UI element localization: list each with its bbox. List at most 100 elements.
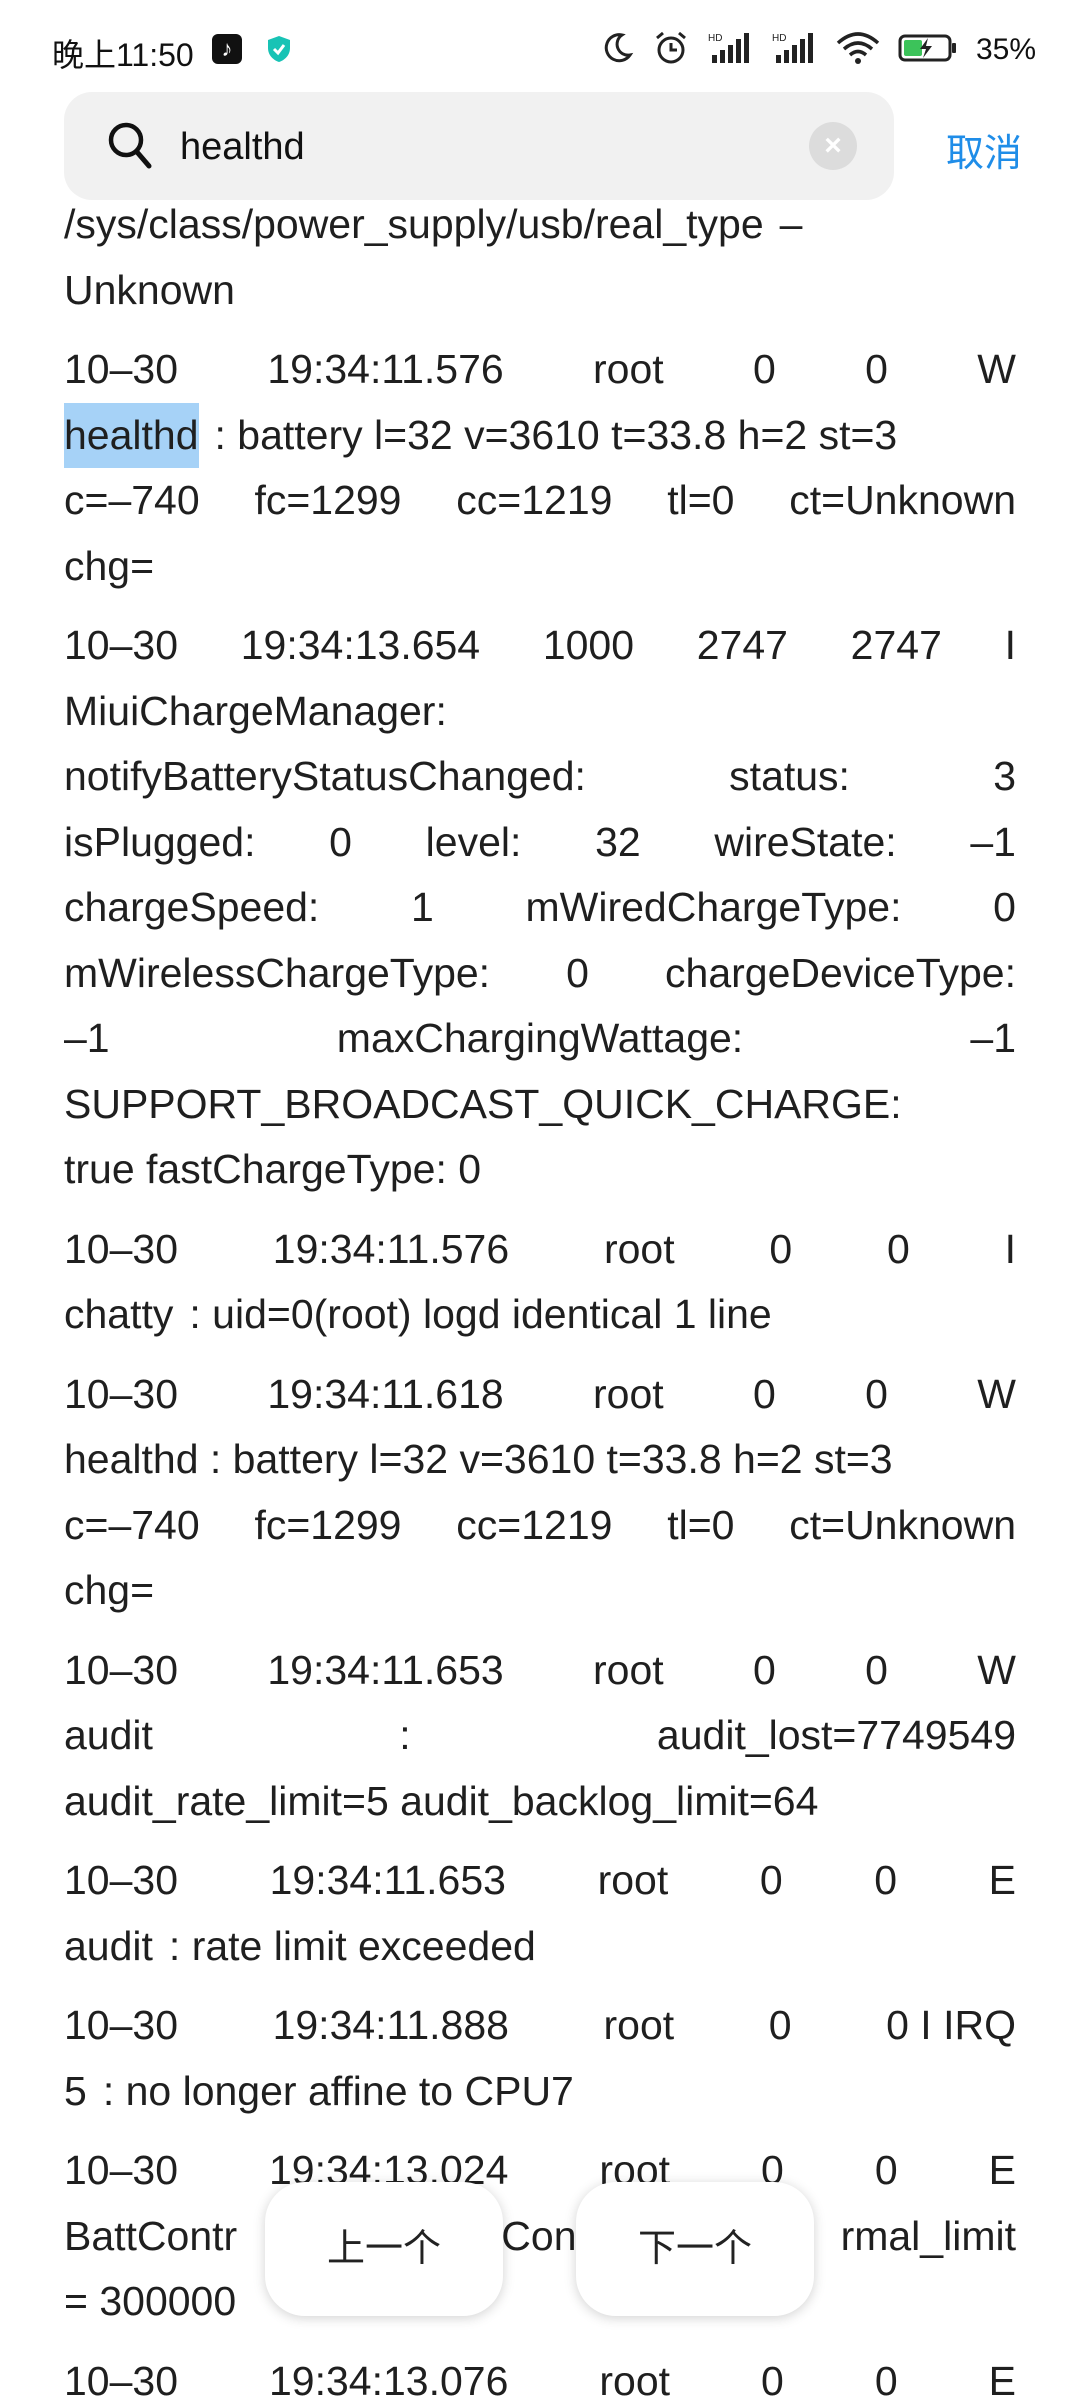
log-token: fc=1299 <box>254 1501 402 1548</box>
log-token: audit_rate_limit=5 audit_backlog_limit=6… <box>64 1777 819 1824</box>
log-token: : uid=0(root) logd identical 1 line <box>189 1291 772 1337</box>
log-token: – <box>779 201 803 247</box>
log-token: notifyBatteryStatusChanged: <box>64 753 586 799</box>
next-match-button[interactable]: 下一个 <box>576 2182 814 2316</box>
log-token: E <box>988 2147 1016 2193</box>
log-line: /sys/class/power_supply/usb/real_type– <box>64 200 1016 258</box>
cancel-button[interactable]: 取消 <box>946 133 1023 175</box>
log-line: mWirelessChargeType: 0 chargeDeviceType: <box>64 941 1016 1007</box>
log-token: 0 <box>329 818 352 865</box>
log-token: 19:34:11.653 <box>267 1646 504 1693</box>
log-token: root <box>603 1225 675 1272</box>
log-token: cc=1219 <box>456 477 613 523</box>
log-line: chatty : uid=0(root) logd identical 1 lin… <box>64 1282 1016 1348</box>
log-token: 2747 <box>696 622 788 668</box>
log-token: E <box>988 2357 1016 2400</box>
log-token: healthd : battery l=32 v=3610 t=33.8 h=2… <box>64 1436 893 1482</box>
log-token: root <box>593 1370 664 1417</box>
log-token: MiuiChargeManager: <box>64 687 447 734</box>
log-token: 2747 <box>850 622 942 668</box>
log-token: 0 <box>761 2357 784 2400</box>
log-token: 0 <box>753 346 776 392</box>
log-line: MiuiChargeManager: <box>64 679 1016 745</box>
search-match-highlight: healthd <box>64 402 199 468</box>
log-token: BattContr <box>64 2212 238 2259</box>
log-line: true fastChargeType: 0 <box>64 1137 1016 1203</box>
log-token: 0 <box>886 1225 910 1272</box>
log-token: –1 <box>970 1015 1016 1061</box>
tiktok-icon: ♪ <box>212 34 242 64</box>
log-token: root <box>593 1646 664 1693</box>
log-token: SUPPORT_BROADCAST_QUICK_CHARGE: <box>64 1080 902 1127</box>
log-token: 10–30 <box>64 2147 179 2193</box>
log-token: root <box>593 346 664 392</box>
battery-percent: 35% <box>975 33 1036 66</box>
log-token: 0 <box>993 884 1016 930</box>
log-token: 10–30 <box>64 346 179 392</box>
log-token: 0 I IRQ <box>886 2002 1016 2048</box>
wifi-icon <box>836 31 880 70</box>
log-token: audit <box>64 1922 153 1969</box>
log-token: W <box>977 1646 1016 1693</box>
log-token: 10–30 <box>64 2002 179 2048</box>
log-token: level: <box>425 818 522 865</box>
log-fragment: /sys/class/power_supply/usb/real_type–Un… <box>64 200 1016 323</box>
log-token: chargeSpeed: <box>64 884 320 930</box>
log-token: 10–30 <box>64 1370 179 1417</box>
hd-signal-icon: HD <box>708 31 754 70</box>
log-token: 0 <box>874 2147 898 2193</box>
log-token: 19:34:13.654 <box>240 622 481 668</box>
clear-search-button[interactable]: × <box>809 122 857 170</box>
log-token: 19:34:11.576 <box>272 1225 510 1272</box>
shield-icon <box>264 34 294 64</box>
log-token: = 300000 <box>64 2278 237 2324</box>
log-token: status: <box>729 753 850 799</box>
status-bar: 晚上11:50 ♪ HD HD 35% <box>0 0 1080 88</box>
log-token: tl=0 <box>667 477 735 523</box>
log-token: 10–30 <box>64 1857 179 1903</box>
log-token: mWiredChargeType: <box>525 884 902 930</box>
hd-signal-icon: HD <box>772 31 818 70</box>
svg-text:HD: HD <box>708 33 722 44</box>
log-token: 0 <box>874 1857 898 1903</box>
log-token: 10–30 <box>64 622 179 668</box>
log-token: ct=Unknown <box>789 477 1016 523</box>
alarm-icon <box>652 29 690 72</box>
log-token: mWirelessChargeType: <box>64 949 491 996</box>
moon-icon <box>600 31 634 70</box>
log-token: 10–30 <box>64 1646 179 1693</box>
log-token: root <box>603 2002 675 2048</box>
log-token: –1 <box>64 1015 110 1061</box>
log-line: c=–740 fc=1299 cc=1219 tl=0 ct=Unknown <box>64 468 1016 534</box>
log-token: 0 <box>753 1646 776 1693</box>
search-box[interactable]: × <box>64 92 894 200</box>
search-icon <box>106 120 154 177</box>
log-token: Con <box>501 2212 577 2259</box>
log-token: c=–740 <box>64 477 200 523</box>
log-line: chg= <box>64 534 1016 600</box>
log-token: chargeDeviceType: <box>665 949 1016 996</box>
search-input[interactable] <box>178 120 742 174</box>
log-token: W <box>977 346 1016 392</box>
previous-match-button[interactable]: 上一个 <box>265 2182 503 2316</box>
log-token: fc=1299 <box>254 477 402 523</box>
log-view[interactable]: /sys/class/power_supply/usb/real_type–Un… <box>0 200 1080 2400</box>
log-token: 0 <box>761 2147 784 2193</box>
log-token: rmal_limit <box>840 2212 1016 2259</box>
log-token: true fastChargeType: 0 <box>64 1146 482 1192</box>
log-token: chatty <box>64 1291 174 1337</box>
log-token: 0 <box>865 1370 888 1417</box>
log-line: = 300000 <box>64 2269 1016 2335</box>
log-token: 0 <box>566 949 589 996</box>
log-token: : no longer affine to CPU7 <box>102 2067 574 2114</box>
log-token: 19:34:11.888 <box>272 2002 509 2048</box>
